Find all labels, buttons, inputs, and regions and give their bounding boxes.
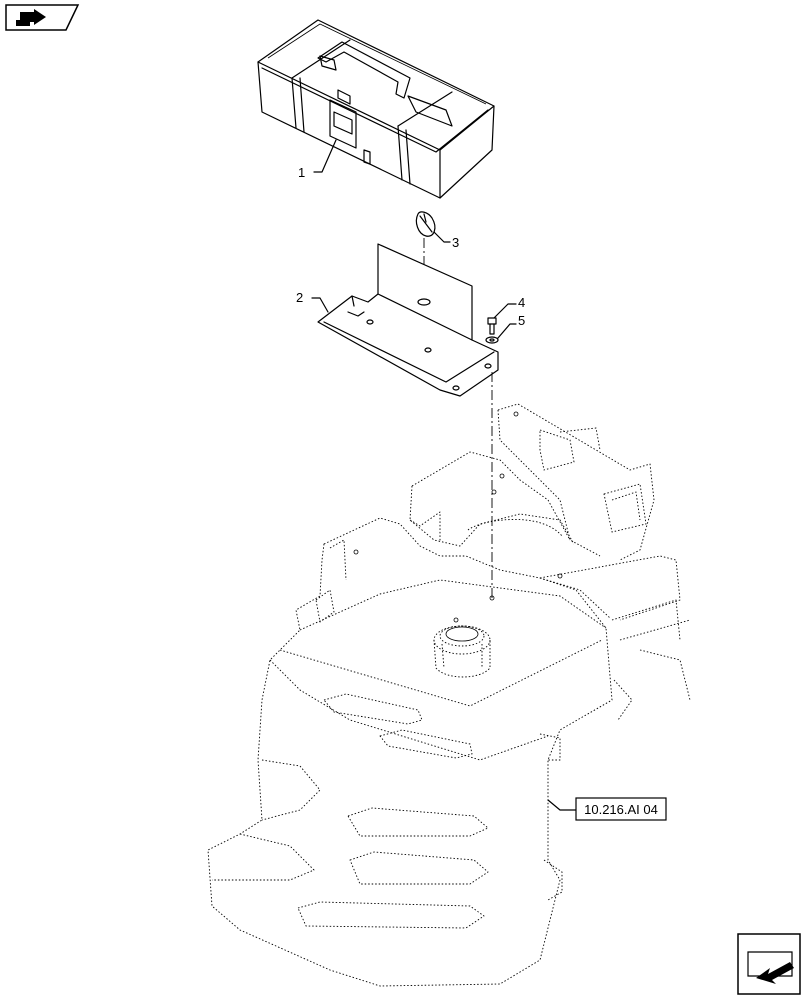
bolt-part — [487, 317, 497, 335]
reference-leader — [547, 799, 577, 811]
callout-3: 3 — [452, 235, 459, 250]
toolbox-part — [257, 19, 495, 199]
callout-1: 1 — [298, 165, 305, 180]
leader-3 — [433, 231, 451, 243]
callout-2: 2 — [296, 290, 303, 305]
leader-2 — [311, 297, 329, 313]
callout-5: 5 — [518, 313, 525, 328]
book-arrow-icon[interactable] — [5, 4, 80, 31]
reference-tag[interactable]: 10.216.AI 04 — [575, 797, 667, 821]
leader-1 — [313, 139, 337, 173]
next-page-arrow-icon[interactable] — [737, 933, 801, 995]
leader-5 — [497, 323, 517, 339]
reference-label: 10.216.AI 04 — [584, 802, 658, 817]
callout-4: 4 — [518, 295, 525, 310]
lynch-pin-part — [415, 211, 436, 237]
machine-frame-outline — [207, 403, 691, 987]
washer-part — [485, 336, 499, 344]
leader-4 — [493, 303, 517, 319]
bracket-plate-part — [317, 243, 499, 397]
